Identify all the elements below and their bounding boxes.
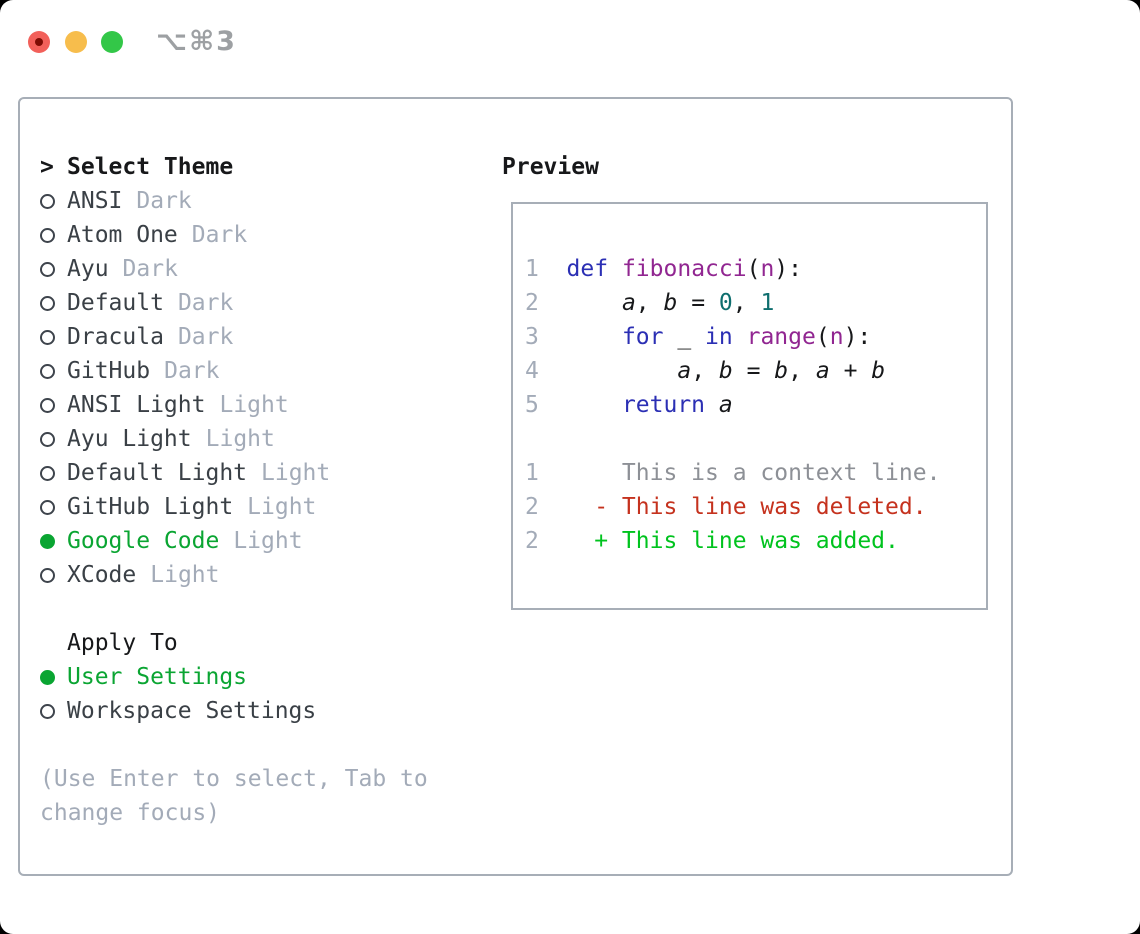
option-label: Atom One — [67, 222, 178, 248]
option-label: XCode — [67, 562, 137, 588]
list-header: > Select Theme — [40, 150, 428, 184]
preview-code: 1 def fibonacci(n): 2 a, b = 0, 1 3 for _ … — [513, 204, 986, 558]
radio-gutter — [40, 431, 67, 447]
variant-tag: Light — [233, 528, 303, 554]
minimize-button[interactable] — [65, 30, 87, 53]
code-line: 2 a, b = 0, 1 — [525, 290, 775, 316]
preview-title: Preview — [502, 154, 599, 180]
option-label: Dracula — [67, 324, 164, 350]
radio-gutter — [40, 261, 67, 277]
option-label: GitHub — [67, 358, 151, 384]
radio-icon — [40, 193, 55, 209]
radio-icon — [40, 465, 55, 481]
variant-tag: Dark — [191, 222, 248, 248]
hint-line-1: (Use Enter to select, Tab to — [40, 766, 428, 792]
option-label: ANSI — [67, 188, 123, 214]
code-line — [525, 422, 986, 456]
radio-gutter — [40, 295, 67, 311]
item-xcode[interactable]: XCode Light — [40, 558, 428, 592]
code-line: 1 This is a context line. — [525, 460, 941, 486]
item-github[interactable]: GitHub Dark — [40, 354, 428, 388]
radio-gutter — [40, 329, 67, 345]
variant-tag: Light — [247, 494, 317, 520]
radio-icon — [40, 261, 55, 277]
item-dracula[interactable]: Dracula Dark — [40, 320, 428, 354]
radio-icon — [40, 431, 55, 447]
variant-tag: Light — [219, 392, 289, 418]
radio-gutter — [40, 397, 67, 413]
radio-gutter — [40, 465, 67, 481]
option-label: Workspace Settings — [67, 698, 317, 724]
radio-icon — [40, 397, 55, 413]
spacer — [40, 728, 428, 762]
radio-icon — [40, 227, 55, 243]
code-line: 5 return a — [525, 392, 733, 418]
code-line: 2 - This line was deleted. — [525, 494, 927, 520]
item-google-code[interactable]: Google Code Light — [40, 524, 428, 558]
item-default-light[interactable]: Default Light Light — [40, 456, 428, 490]
item-ayu[interactable]: Ayu Dark — [40, 252, 428, 286]
variant-tag: Dark — [136, 188, 192, 214]
radio-gutter — [40, 499, 67, 515]
option-label: Default — [67, 290, 164, 316]
close-button[interactable] — [28, 30, 50, 53]
item-ansi-light[interactable]: ANSI Light Light — [40, 388, 428, 422]
radio-gutter — [40, 669, 67, 685]
radio-icon — [40, 703, 55, 719]
code-line: 4 a, b = b, a + b — [525, 358, 886, 384]
apply-to-header: Apply To — [40, 626, 428, 660]
apply-to-label: Apply To — [67, 630, 178, 656]
option-label: ANSI Light — [67, 392, 206, 418]
option-label: Ayu — [67, 256, 109, 282]
radio-gutter — [40, 703, 67, 719]
variant-tag: Dark — [177, 324, 234, 350]
variant-tag: Light — [150, 562, 220, 588]
option-label: User Settings — [67, 664, 248, 690]
variant-tag: Dark — [164, 358, 220, 384]
radio-icon — [40, 363, 55, 379]
item-ayu-light[interactable]: Ayu Light Light — [40, 422, 428, 456]
option-label: Google Code — [67, 528, 220, 554]
opt-workspace-settings[interactable]: Workspace Settings — [40, 694, 428, 728]
option-label: GitHub Light — [67, 494, 234, 520]
radio-gutter — [40, 533, 67, 549]
radio-gutter — [40, 567, 67, 583]
radio-gutter — [40, 363, 67, 379]
option-label: Default Light — [67, 460, 248, 486]
window-title: ⌥⌘3 — [156, 26, 237, 57]
cursor-icon: > — [40, 154, 54, 180]
option-label: Ayu Light — [67, 426, 192, 452]
hint-line-2: change focus) — [40, 800, 221, 826]
variant-tag: Dark — [122, 256, 178, 282]
code-line: 1 def fibonacci(n): — [525, 256, 802, 282]
titlebar: ⌥⌘3 — [28, 26, 237, 57]
opt-user-settings[interactable]: User Settings — [40, 660, 428, 694]
variant-tag: Light — [205, 426, 275, 452]
code-line: 3 for _ in range(n): — [525, 324, 872, 350]
preview-box: 1 def fibonacci(n): 2 a, b = 0, 1 3 for _ … — [511, 202, 988, 610]
variant-tag: Dark — [177, 290, 234, 316]
radio-icon — [40, 567, 55, 583]
code-line: 2 + This line was added. — [525, 528, 899, 554]
item-github-light[interactable]: GitHub Light Light — [40, 490, 428, 524]
zoom-button[interactable] — [101, 30, 123, 53]
variant-tag: Light — [261, 460, 331, 486]
item-ansi[interactable]: ANSI Dark — [40, 184, 428, 218]
radio-icon — [40, 499, 55, 515]
radio-selected-icon — [40, 533, 55, 549]
item-atom-one[interactable]: Atom One Dark — [40, 218, 428, 252]
radio-icon — [40, 295, 55, 311]
radio-gutter — [40, 193, 67, 209]
radio-selected-icon — [40, 669, 55, 685]
radio-icon — [40, 329, 55, 345]
spacer — [40, 592, 428, 626]
item-default[interactable]: Default Dark — [40, 286, 428, 320]
radio-gutter — [40, 227, 67, 243]
list-header-label: Select Theme — [67, 154, 234, 180]
